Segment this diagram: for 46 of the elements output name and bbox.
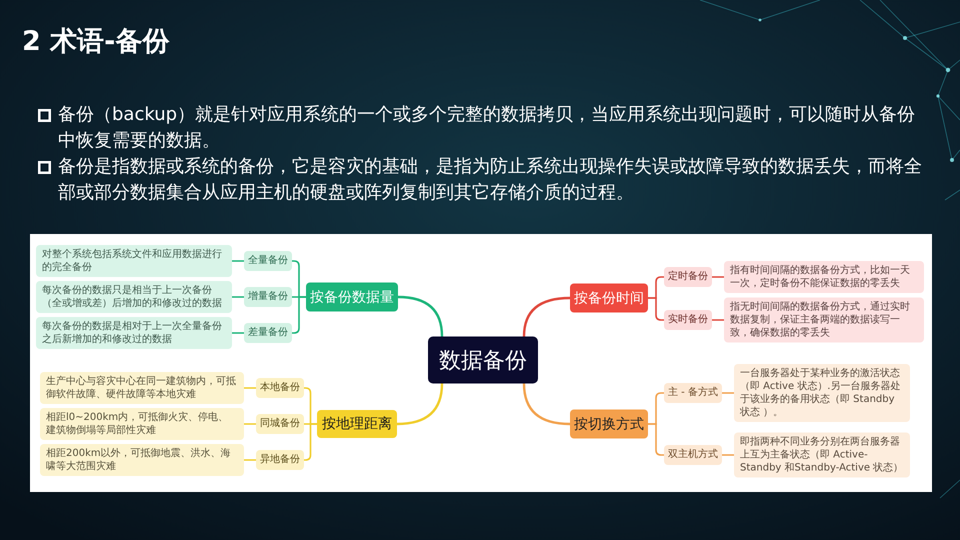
description-card: 生产中心与容灾中心在同一建筑物内，可抵御软件故障、硬件故障等本地灾难 — [40, 372, 244, 404]
branch-topic: 按备份数据量 — [306, 282, 398, 312]
connector-line — [711, 276, 725, 278]
connector-line — [231, 332, 245, 334]
connector-line — [231, 260, 245, 262]
subtopic-tag: 定时备份 — [664, 267, 712, 287]
connector-line — [396, 382, 444, 426]
branch-topic: 按切换方式 — [570, 410, 648, 438]
connector-line — [231, 296, 245, 298]
description-card: 指无时间间隔的数据备份方式，通过实时数据复制，保证主备两端的数据读写一致，确保数据的零丢失 — [724, 298, 924, 342]
subtopic-tag: 同城备份 — [256, 414, 304, 434]
connector-line — [243, 459, 257, 461]
connector-line — [522, 382, 572, 426]
connector-line — [721, 392, 735, 394]
description-card: 即指两种不同业务分别在两台服务器上互为主备状态（即 Active-Standby 和Standby-Active 状态） — [734, 432, 910, 478]
connector-line — [396, 296, 444, 338]
connector-line — [243, 423, 257, 425]
description-card: 一台服务器处于某种业务的激活状态（即 Active 状态）.另一台服务器处于该业务的备用状态（即 Standby 状态 ）。 — [734, 364, 910, 422]
connector-line — [721, 454, 735, 456]
connector-line — [522, 296, 572, 338]
connector-line — [243, 387, 257, 389]
bullet-text: 备份是指数据或系统的备份，它是容灾的基础，是指为防止系统出现操作失误或故障导致的数据丢失，而将全部或部分数据集合从应用主机的硬盘或阵列复制到其它存储介质的过程。 — [58, 155, 923, 205]
branch-topic: 按地理距离 — [317, 410, 397, 438]
connector-line — [303, 423, 318, 461]
subtopic-tag: 实时备份 — [664, 310, 712, 330]
subtopic-tag: 双主机方式 — [664, 445, 722, 465]
bullet-text: 备份（backup）就是针对应用系统的一个或多个完整的数据拷贝，当应用系统出现问题时，可以随时从备份中恢复需要的数据。 — [58, 103, 916, 153]
description-card: 每次备份的数据是相对于上一次全量备份之后新增加的和修改过的数据 — [36, 317, 232, 349]
description-card: 对整个系统包括系统文件和应用数据进行的完全备份 — [36, 245, 232, 277]
description-card: 每次备份的数据只是相当于上一次备份（全或增或差）后增加的和修改过的数据 — [36, 281, 232, 313]
connector-line — [647, 297, 665, 321]
description-card: 相距200km以外，可抵御地震、洪水、海啸等大范围灾难 — [40, 444, 244, 476]
connector-line — [647, 423, 665, 456]
subtopic-tag: 主 - 备方式 — [664, 383, 722, 403]
central-topic: 数据备份 — [428, 336, 538, 384]
subtopic-tag: 差量备份 — [244, 323, 292, 343]
subtopic-tag: 增量备份 — [244, 287, 292, 307]
slide-title: 2 术语-备份 — [22, 25, 170, 59]
subtopic-tag: 全量备份 — [244, 251, 292, 271]
connector-line — [291, 296, 307, 334]
subtopic-tag: 本地备份 — [256, 378, 304, 398]
description-card: 相距l0~200km内，可抵御火灾、停电、建筑物倒塌等局部性灾难 — [40, 408, 244, 440]
branch-topic: 按备份时间 — [570, 284, 648, 312]
subtopic-tag: 异地备份 — [256, 450, 304, 470]
description-card: 指有时间间隔的数据备份方式，比如一天一次，定时备份不能保证数据的零丢失 — [724, 261, 924, 293]
connector-line — [711, 319, 725, 321]
